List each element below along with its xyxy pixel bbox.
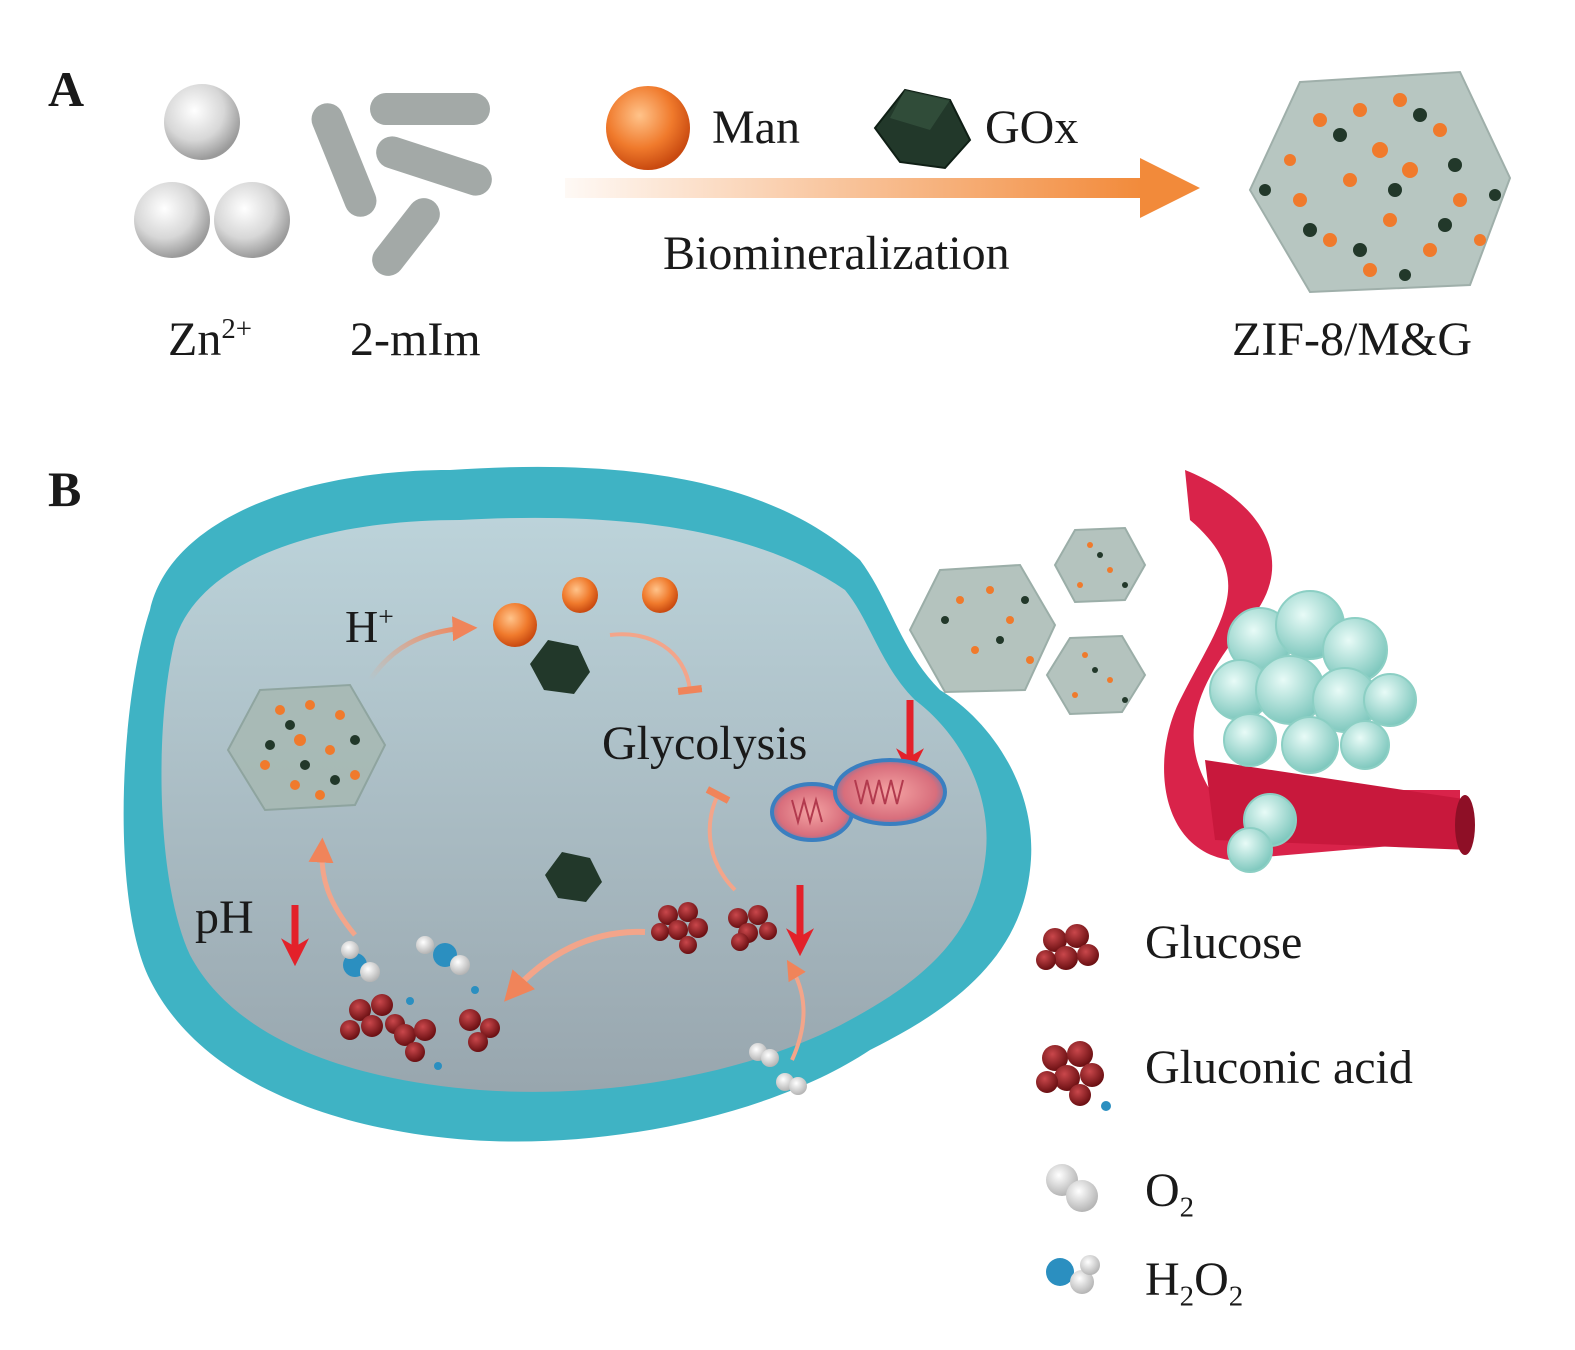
legend-h2o2-icon bbox=[1046, 1255, 1100, 1294]
ph-label: pH bbox=[195, 891, 254, 944]
arrow-o2-to-glucose bbox=[786, 959, 806, 1061]
legend-h2o2-label: H2O2 bbox=[1145, 1253, 1244, 1313]
down-arrows bbox=[281, 700, 924, 967]
gluconic-acid-clusters bbox=[340, 986, 500, 1070]
blood-vessel bbox=[1164, 470, 1475, 860]
glucose-cluster-2 bbox=[728, 905, 777, 951]
gox-in-cell bbox=[530, 640, 602, 902]
legend-o2-icon bbox=[1046, 1164, 1098, 1212]
legend-glucose-label: Glucose bbox=[1145, 916, 1303, 969]
legend-gluconic-acid-icon bbox=[1036, 1041, 1111, 1111]
o2-molecules bbox=[749, 1043, 807, 1095]
panel-label-b: B bbox=[48, 461, 82, 517]
man-label: Man bbox=[712, 101, 800, 154]
h2o2-molecules bbox=[341, 936, 470, 982]
panel-label-a: A bbox=[48, 61, 85, 117]
zif8-mg-particle bbox=[1248, 70, 1512, 294]
mannose-released bbox=[493, 577, 678, 647]
glucose-cluster-1 bbox=[651, 902, 708, 954]
h-plus-label: H+ bbox=[345, 600, 394, 652]
gox-enzyme-icon bbox=[873, 88, 972, 170]
legend-o2-label: O2 bbox=[1145, 1164, 1195, 1224]
biomineralization-label: Biomineralization bbox=[663, 227, 1010, 280]
zif8-mg-particle-in-cell bbox=[226, 683, 387, 812]
legend-glucose-icon bbox=[1036, 924, 1099, 970]
2-mim-label: 2-mIm bbox=[350, 313, 481, 366]
glycolysis-label: Glycolysis bbox=[602, 717, 808, 770]
arrow-to-mannose bbox=[367, 616, 478, 682]
mitochondria bbox=[770, 758, 947, 842]
inhibition-glucose-glycolysis bbox=[705, 786, 737, 892]
legend-gluconic-acid-label: Gluconic acid bbox=[1145, 1041, 1413, 1094]
gox-label: GOx bbox=[985, 101, 1079, 154]
biomineralization-arrow bbox=[565, 158, 1200, 218]
zif8-mg-particles-external bbox=[908, 526, 1147, 716]
zn-ions bbox=[134, 84, 290, 258]
2-mim-rods bbox=[311, 93, 492, 276]
mannose-particle bbox=[606, 86, 690, 170]
tumor-mass bbox=[1209, 590, 1417, 873]
arrow-up-to-zif bbox=[308, 837, 357, 937]
inhibition-mannose-glycolysis bbox=[609, 632, 703, 696]
zn-label: Zn2+ bbox=[168, 313, 252, 366]
zif8-mg-label: ZIF-8/M&G bbox=[1232, 313, 1472, 366]
arrow-glucose-to-gluconic bbox=[504, 928, 646, 1002]
